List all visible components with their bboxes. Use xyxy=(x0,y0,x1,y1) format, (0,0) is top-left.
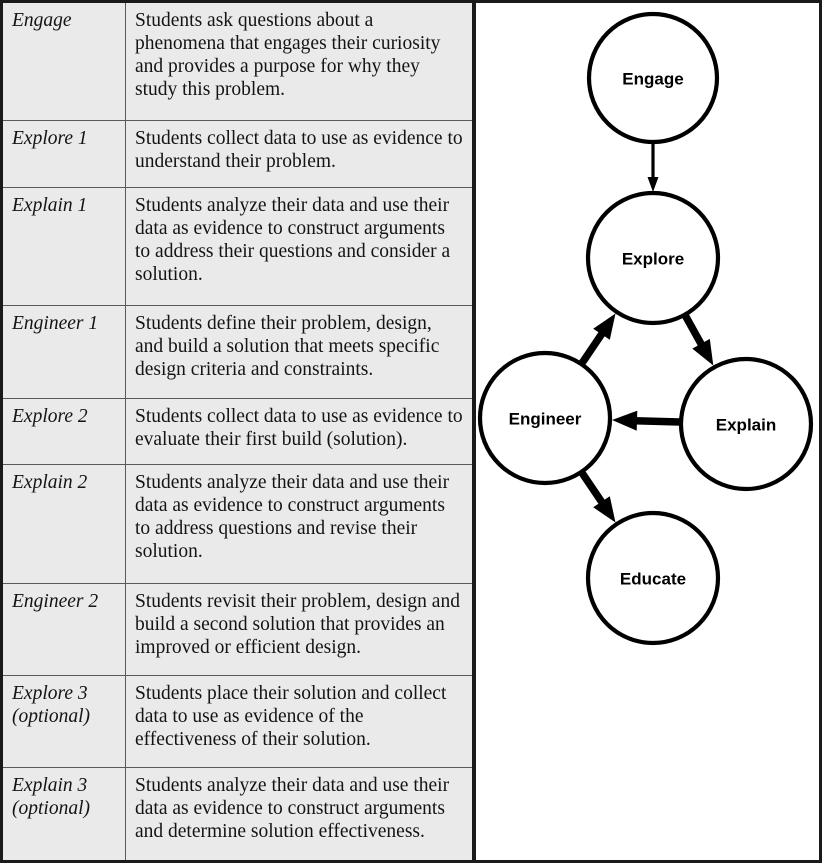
phase-description-cell: Students analyze their data and use thei… xyxy=(125,767,472,860)
phase-table: Engage Students ask questions about a ph… xyxy=(3,3,472,860)
phase-description-cell: Students analyze their data and use thei… xyxy=(125,186,472,307)
phase-name-cell: Explain 1 xyxy=(3,186,126,307)
phase-name-cell: Explore 2 xyxy=(3,397,126,466)
phase-table-panel: Engage Students ask questions about a ph… xyxy=(0,0,474,863)
explore-circle xyxy=(585,190,721,326)
phase-name-cell: Explain 2 xyxy=(3,464,126,584)
diagram-node-educate: Educate xyxy=(585,510,721,646)
engineer-circle xyxy=(477,350,613,486)
table-row: Explain 3 (optional) Students analyze th… xyxy=(3,767,472,860)
diagram-node-explain: Explain xyxy=(678,356,814,492)
phase-description-cell: Students define their problem, design, a… xyxy=(125,305,472,399)
table-row: Engineer 1 Students define their problem… xyxy=(3,305,472,399)
table-row: Explore 1 Students collect data to use a… xyxy=(3,120,472,188)
phase-name-cell: Engineer 2 xyxy=(3,582,126,677)
explain-circle xyxy=(678,356,814,492)
explain-label: Explain xyxy=(716,416,776,435)
phase-name-cell: Explain 3 (optional) xyxy=(3,767,126,860)
phase-name-cell: Engage xyxy=(3,3,126,122)
engage-label: Engage xyxy=(622,70,683,89)
table-row: Engage Students ask questions about a ph… xyxy=(3,3,472,122)
edge-engineer-to-educate xyxy=(578,470,607,507)
phase-description-cell: Students collect data to use as evidence… xyxy=(125,397,472,466)
arrowhead-engineer-to-explore xyxy=(593,313,616,340)
table-row: Explain 1 Students analyze their data an… xyxy=(3,186,472,307)
diagram-node-engage: Engage xyxy=(586,11,720,145)
table-row: Explore 2 Students collect data to use a… xyxy=(3,397,472,466)
phase-description-cell: Students analyze their data and use thei… xyxy=(125,464,472,584)
phase-description-cell: Students revisit their problem, design a… xyxy=(125,582,472,677)
phase-name-cell: Explore 1 xyxy=(3,120,126,188)
table-row: Explain 2 Students analyze their data an… xyxy=(3,464,472,584)
phase-name-cell: Explore 3 (optional) xyxy=(3,674,126,769)
explore-label: Explore xyxy=(622,250,684,269)
phase-table-body: Engage Students ask questions about a ph… xyxy=(3,3,472,860)
arrowhead-engineer-to-educate xyxy=(593,496,616,523)
educate-label: Educate xyxy=(620,570,686,589)
arrowhead-engage-to-explore xyxy=(647,177,659,192)
phase-description-cell: Students ask questions about a phenomena… xyxy=(125,3,472,122)
table-row: Engineer 2 Students revisit their proble… xyxy=(3,582,472,677)
phase-description-cell: Students collect data to use as evidence… xyxy=(125,120,472,188)
phase-description-cell: Students place their solution and collec… xyxy=(125,674,472,769)
educate-circle xyxy=(585,510,721,646)
phase-name-cell: Engineer 1 xyxy=(3,305,126,399)
table-row: Explore 3 (optional) Students place thei… xyxy=(3,674,472,769)
edge-engineer-to-explore xyxy=(578,329,607,366)
arrowhead-explain-to-engineer xyxy=(612,410,638,431)
edge-explore-to-explain xyxy=(682,313,706,349)
arrowhead-explore-to-explain xyxy=(692,338,714,366)
edge-explain-to-engineer xyxy=(633,416,681,426)
diagram-node-engineer: Engineer xyxy=(477,350,613,486)
engage-circle xyxy=(586,11,720,145)
diagram-node-explore: Explore xyxy=(585,190,721,326)
engineer-label: Engineer xyxy=(509,410,582,429)
diagram-edges-layer xyxy=(578,143,714,523)
